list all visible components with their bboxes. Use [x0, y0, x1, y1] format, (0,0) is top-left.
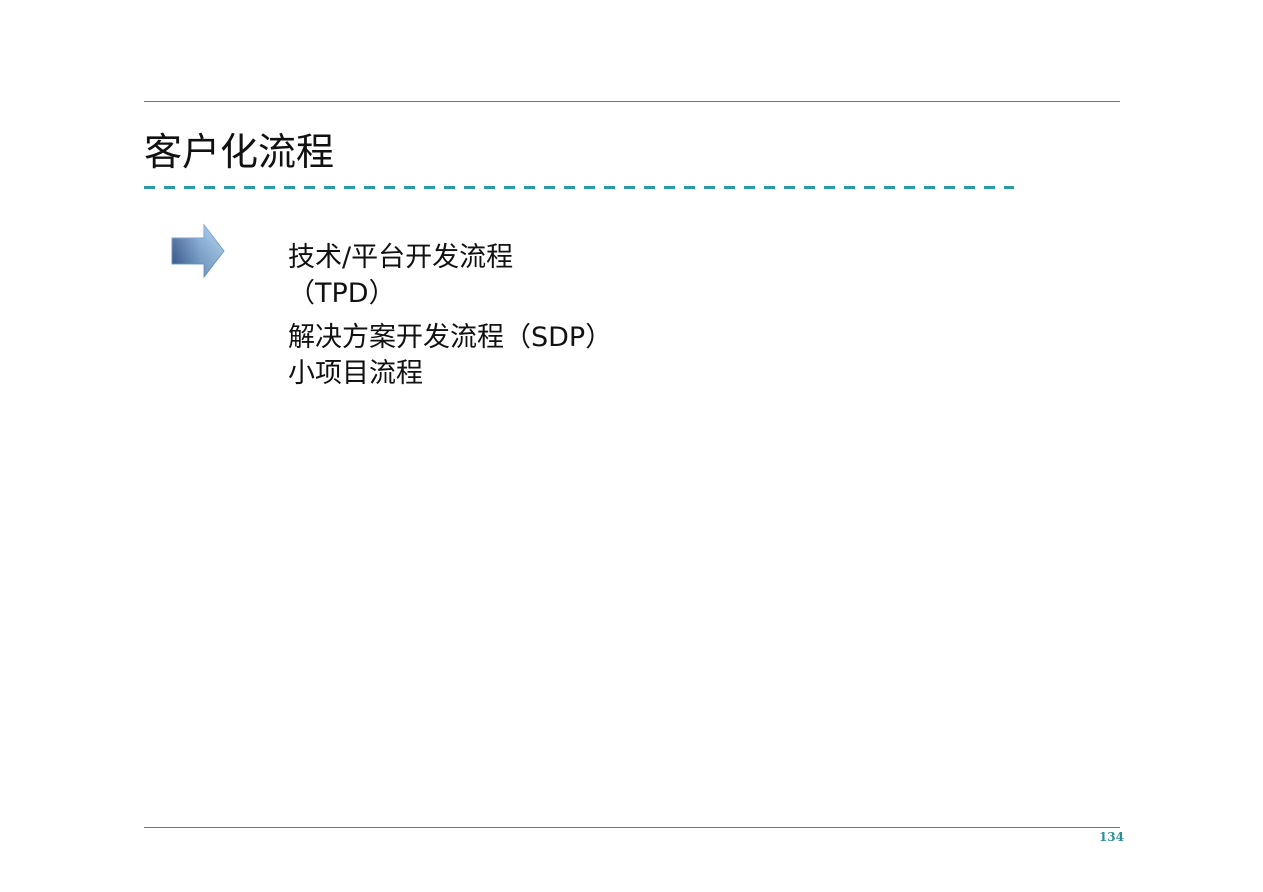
list-item-sdp: 解决方案开发流程（SDP）	[288, 322, 613, 353]
slide-title: 客户化流程	[144, 130, 335, 174]
title-dashed-divider	[144, 186, 1014, 189]
top-rule	[144, 101, 1120, 102]
bottom-rule	[144, 827, 1120, 828]
page-number: 134	[1098, 830, 1124, 844]
right-arrow-icon	[170, 223, 226, 279]
bullet-list: 技术/平台开发流程 （TPD） 解决方案开发流程（SDP） 小项目流程	[288, 240, 612, 392]
list-item-tpd-abbr: （TPD）	[288, 278, 396, 309]
list-item-small-project: 小项目流程	[288, 358, 423, 389]
list-item-tpd-title: 技术/平台开发流程	[288, 242, 514, 273]
